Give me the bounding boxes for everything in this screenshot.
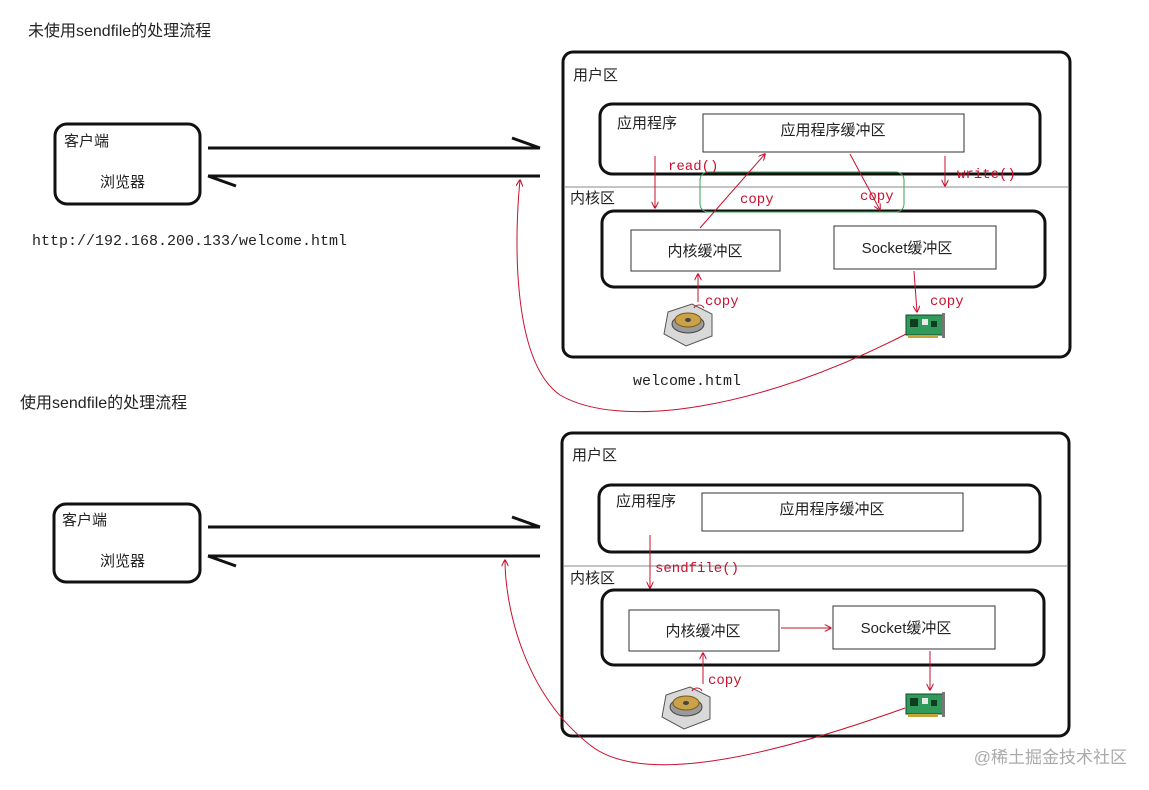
top-space-box	[561, 50, 1072, 359]
bottom-socket-buffer-box	[832, 605, 996, 650]
bottom-copy-label-1: copy	[708, 673, 742, 689]
top-copy-app-to-socket-arrow	[849, 153, 880, 210]
top-kernel-box	[600, 209, 1047, 289]
top-kernel-buffer-box	[630, 229, 781, 272]
top-read-call: read()	[668, 159, 718, 175]
top-copy-highlight	[699, 171, 905, 213]
top-application-label: 应用程序	[617, 114, 677, 132]
bottom-client-label: 客户端	[62, 512, 107, 529]
top-title: 未使用sendfile的处理流程	[28, 22, 211, 40]
bottom-section: 使用sendfile的处理流程 客户端 浏览器 用户区 内核区 应用程序 应用程…	[20, 394, 1071, 766]
bottom-kernel-buffer-box	[628, 609, 780, 652]
top-copy-label-3: copy	[705, 294, 739, 310]
top-application-box	[598, 102, 1042, 176]
top-file-label: welcome.html	[633, 373, 741, 390]
bottom-sendfile-call: sendfile()	[655, 561, 739, 577]
top-app-buffer-label: 应用程序缓冲区	[780, 121, 885, 139]
top-copy-label-1: copy	[740, 192, 774, 208]
hard-disk-icon	[661, 686, 711, 730]
top-request-arrow	[208, 136, 541, 150]
bottom-application-box	[597, 483, 1042, 554]
bottom-browser-label: 浏览器	[100, 553, 145, 570]
bottom-application-label: 应用程序	[616, 492, 676, 510]
top-copy-label-4: copy	[930, 294, 964, 310]
top-browser-label: 浏览器	[100, 174, 145, 191]
bottom-app-buffer-box	[701, 492, 964, 532]
bottom-kernel-box	[600, 588, 1046, 667]
bottom-kernel-buffer-label: 内核缓冲区	[665, 623, 740, 640]
bottom-request-arrow	[208, 515, 541, 529]
top-url: http://192.168.200.133/welcome.html	[32, 233, 347, 250]
bottom-user-space-label: 用户区	[572, 447, 617, 464]
top-response-arrow	[207, 174, 540, 188]
bottom-client-box	[52, 502, 202, 584]
network-card-icon	[905, 692, 945, 717]
bottom-socket-buffer-label: Socket缓冲区	[861, 620, 952, 637]
hard-disk-icon	[663, 303, 713, 347]
bottom-title: 使用sendfile的处理流程	[20, 394, 187, 412]
bottom-space-box	[560, 431, 1071, 738]
bottom-response-arrow	[207, 554, 540, 568]
network-card-icon	[905, 313, 945, 338]
top-kernel-space-label: 内核区	[570, 190, 615, 207]
top-client-label: 客户端	[64, 133, 109, 150]
top-return-path-arrow	[517, 180, 909, 413]
top-socket-buffer-box	[833, 225, 997, 270]
top-write-call: write()	[957, 167, 1016, 183]
top-copy-kernel-to-app-arrow	[699, 154, 765, 229]
watermark: @稀土掘金技术社区	[974, 748, 1127, 767]
bottom-return-path-arrow	[505, 560, 906, 766]
top-kernel-buffer-label: 内核缓冲区	[667, 243, 742, 260]
top-copy-socket-to-nic-arrow	[914, 270, 917, 312]
top-client-box	[53, 122, 202, 206]
top-socket-buffer-label: Socket缓冲区	[862, 240, 953, 257]
top-copy-label-2: copy	[860, 189, 894, 205]
top-app-buffer-box	[702, 113, 965, 153]
bottom-kernel-space-label: 内核区	[570, 570, 615, 587]
bottom-app-buffer-label: 应用程序缓冲区	[779, 500, 884, 518]
top-section: 未使用sendfile的处理流程 客户端 浏览器 http://192.168.…	[28, 22, 1072, 413]
top-user-space-label: 用户区	[573, 67, 618, 84]
